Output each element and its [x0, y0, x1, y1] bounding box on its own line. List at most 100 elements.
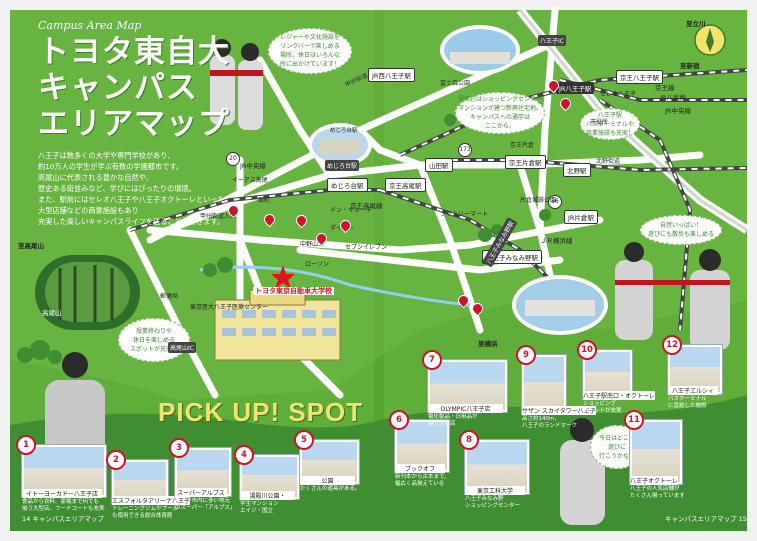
map-label: 京王片倉 [510, 142, 535, 149]
bubble-line: ここから。 [484, 123, 515, 130]
bubble-line: 今日はどこに [599, 434, 635, 442]
map-label: 館町 [258, 197, 271, 204]
bubble-line: マンションが建つ新興住宅地。 [457, 105, 542, 112]
spot-number-badge: 6 [389, 410, 409, 430]
station-kitano: 北野駅 [563, 163, 591, 177]
road-kitano-kaido: 北野街道 [596, 158, 621, 165]
spot-name: ブックオフ [395, 464, 445, 473]
school-label: トヨタ東京自動車大学校 [253, 287, 334, 296]
spot-number-badge: 1 [16, 435, 36, 455]
bubble-line: 授業終わりや [135, 327, 172, 335]
rail-jr-yokohama: ＪＲ横浜線 [540, 237, 573, 245]
spot-description: 八王子の人気店舗が [630, 486, 680, 492]
spot-description: も使用できる総合体育館 [112, 513, 173, 519]
bubble-line: バスターミナルや [585, 120, 634, 128]
takaosan-photo-label: 高尾山 [42, 309, 62, 317]
spot-photo-7 [428, 360, 507, 412]
rail-jr-chuo: JR中央線 [665, 107, 691, 115]
spot-description: 食品から衣料、家電まで何でも [22, 499, 100, 505]
spot-description: に直結した施設 [668, 403, 707, 409]
spot-name: OLYMPIC八王子店 [428, 404, 503, 413]
map-label: 市役所 [590, 119, 609, 126]
spot-description: ショッピングセンター [465, 503, 521, 509]
spot-number-badge: 7 [422, 350, 442, 370]
title-line-2: キャンパス [38, 70, 198, 106]
school-building-illustration [214, 265, 341, 361]
bubble-line: 八王子駅 [597, 111, 622, 119]
dest-shinjuku: 至新宿 [680, 62, 700, 70]
spot-number-badge: 10 [577, 340, 597, 360]
dest-tachikawa: 至立川 [686, 20, 706, 28]
bubble-line: 自然いっぱい！ [659, 222, 702, 229]
bubble-line: リンクバーで楽しめる [280, 43, 340, 50]
intro-paragraph: 八王子は数多くの大学や専門学校があり、 約10万人の学生が学ぶ有数の学園都市です… [38, 150, 225, 227]
spot-description: 新刊本から古本まで、 [395, 474, 450, 480]
map-label: 郵便局 [160, 293, 179, 300]
spot-description: 八王子のランドマーク [522, 423, 578, 429]
takao-ic-tag: 高尾山IC [168, 342, 196, 353]
footer-right-text: キャンパスエリアマップ [665, 515, 737, 523]
station-jr-hachioji: JR八王子駅 [556, 82, 595, 94]
spot-photo-1 [22, 445, 106, 497]
spot-name: 湯殿川公園・ [240, 491, 295, 500]
intro-line: また、駅前にはセレオ八王子や八王子オクトーレといった [38, 195, 225, 204]
mejirodai-caption: めじろ台駅 [330, 128, 358, 134]
spot-photo-11 [630, 420, 682, 484]
bubble-campus: 授業終わりや 休日を楽しめる スポットが充実！ [118, 318, 190, 362]
tree-decorations [17, 108, 551, 364]
intro-line: 大型店舗などの商業施設もあり [38, 206, 139, 215]
rail-chuo-line: JR中央線 [240, 162, 266, 170]
spot-name: 公園 [300, 476, 355, 485]
station-yamada: 山田駅 [425, 158, 453, 172]
bubble-line: 商業施設も充実！ [585, 129, 634, 137]
station-keio-takao: 京王高尾駅 [385, 178, 426, 192]
map-label: セレオ八王子 [600, 91, 637, 98]
intro-line: 歴史ある街並みなど、学びにはぴったりの環境。 [38, 184, 196, 193]
spot-description: 揃う大型店。フードコートも充実 [22, 506, 105, 512]
page-number-left: 14 [22, 515, 31, 523]
mejirodai-tag: めじろ台駅 [325, 160, 360, 171]
spot-photo-8 [465, 440, 529, 494]
station-keio-katakura: 京王片倉駅 [505, 155, 546, 169]
spot-description: 八王子みなみ野 [465, 496, 504, 502]
intro-line: 八王子は数多くの大学や専門学校があり、 [38, 151, 175, 160]
spot-description: バスターミナル [668, 396, 707, 402]
rail-keio-line: 京王線 [655, 84, 675, 92]
spot-number-badge: 5 [294, 430, 314, 450]
spot-name: 八王子駅南口・オクトーレ [583, 391, 655, 400]
spot-description: スポットが充実 [583, 408, 622, 414]
spot-name: サザン スカイタワー八王子 [522, 406, 596, 415]
bubble-line: 休日を楽しめる [132, 336, 175, 344]
spot-name: 八王子エルシィ [668, 386, 718, 395]
station-keio-hachioji: 京王八王子駅 [616, 70, 663, 84]
spot-description: 八王子市内に多い地元 [175, 498, 231, 504]
hachioji-ic-tag: 八王子IC [538, 35, 566, 46]
spot-description: エイジ・国立 [240, 508, 274, 514]
title-line-1: トヨタ東自大 [38, 34, 230, 70]
route-173-badge: 173 [458, 143, 472, 157]
route-16-badge: 16 [548, 195, 562, 209]
bubble-line: 遊びにも散歩も楽しめる [647, 231, 714, 238]
dest-yokohama: 至横浜 [478, 340, 498, 348]
dest-takaosan: 至高尾山 [18, 242, 44, 250]
bubble-top-right: 自然いっぱい！ 遊びにも散歩も楽しめる [640, 215, 722, 245]
map-label: ドン・キホーテ [330, 207, 373, 214]
spot-number-badge: 8 [459, 430, 479, 450]
bubble-hachioji-station: 八王子駅 バスターミナルや 商業施設も充実！ [580, 108, 640, 140]
footer-left: 14 キャンパスエリアマップ [22, 515, 104, 523]
spot-description: 揃う大型店 [428, 421, 456, 427]
spot-description: のスーパー「アルプス」 [175, 505, 236, 511]
bubble-line: キャンパスへの通学は [469, 114, 530, 121]
spot-name: スーパーアルプス [175, 488, 227, 497]
footer-left-text: キャンパスエリアマップ [32, 515, 104, 523]
spot-description: ショッピング [583, 401, 617, 407]
spot-description: トレーニングジムやプール [112, 506, 179, 512]
bubble-line: 場所。休日はいろんな [279, 52, 340, 59]
map-label: ファミリーマート [440, 211, 489, 218]
intro-line: 約10万人の学生が学ぶ有数の学園都市です。 [38, 162, 183, 171]
bubble-top-left: レジャーや文化施設を リンクバーで楽しめる 場所。休日はいろんな 所に出かけてい… [268, 28, 352, 74]
spot-number-badge: 12 [662, 335, 682, 355]
map-label: 甲州街道入口 [200, 213, 237, 220]
